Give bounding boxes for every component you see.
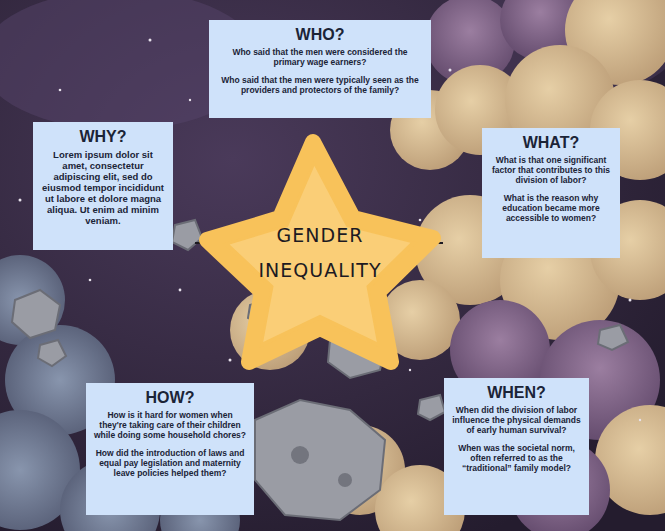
speck bbox=[89, 279, 92, 282]
star-shape: GENDER INEQUALITY bbox=[195, 132, 445, 372]
speck bbox=[629, 299, 632, 302]
question-box: WHY? Lorem ipsum dolor sit amet, consecte… bbox=[33, 122, 173, 250]
question-text: What is that one significant factor that… bbox=[489, 155, 613, 185]
asteroid bbox=[12, 290, 60, 338]
question-text: Who said that the men were typically see… bbox=[216, 75, 424, 95]
box-heading: WHEN? bbox=[451, 384, 582, 402]
box-heading: WHAT? bbox=[489, 134, 613, 152]
question-text: What is the reason why education became … bbox=[489, 193, 613, 223]
question-text: When was the societal norm, often referr… bbox=[451, 443, 582, 473]
question-box: WHAT? What is that one significant factor… bbox=[482, 128, 620, 258]
star-outline bbox=[195, 132, 445, 372]
speck bbox=[449, 69, 452, 72]
question-text: Lorem ipsum dolor sit amet, consectetur … bbox=[40, 149, 166, 226]
box-heading: WHO? bbox=[216, 26, 424, 44]
speck bbox=[179, 289, 182, 292]
box-heading: WHY? bbox=[40, 128, 166, 146]
asteroid bbox=[172, 220, 202, 250]
asteroid bbox=[38, 340, 66, 366]
question-box: WHO? Who said that the men were considere… bbox=[209, 20, 431, 118]
crater bbox=[291, 446, 309, 464]
star-highlight bbox=[230, 166, 411, 342]
speck bbox=[419, 219, 422, 222]
speck bbox=[409, 369, 411, 371]
speck bbox=[19, 199, 22, 202]
box-heading: HOW? bbox=[93, 389, 247, 407]
speck bbox=[149, 39, 152, 42]
star-title: GENDER INEQUALITY bbox=[240, 218, 400, 288]
crater bbox=[338, 473, 352, 487]
question-text: How is it hard for women when they're ta… bbox=[93, 410, 247, 440]
asteroid bbox=[598, 325, 628, 350]
asteroid bbox=[418, 395, 445, 420]
star-fill bbox=[207, 142, 433, 362]
speck bbox=[59, 89, 62, 92]
speck bbox=[639, 419, 641, 421]
question-box: WHEN? When did the division of labor infl… bbox=[444, 378, 589, 515]
question-text: When did the division of labor influence… bbox=[451, 405, 582, 435]
question-text: Who said that the men were considered th… bbox=[216, 47, 424, 67]
question-text: How did the introduction of laws and equ… bbox=[93, 448, 247, 478]
speck bbox=[229, 359, 232, 362]
question-box: HOW? How is it hard for women when they'r… bbox=[86, 383, 254, 515]
asteroid bbox=[255, 400, 385, 520]
speck bbox=[189, 99, 191, 101]
